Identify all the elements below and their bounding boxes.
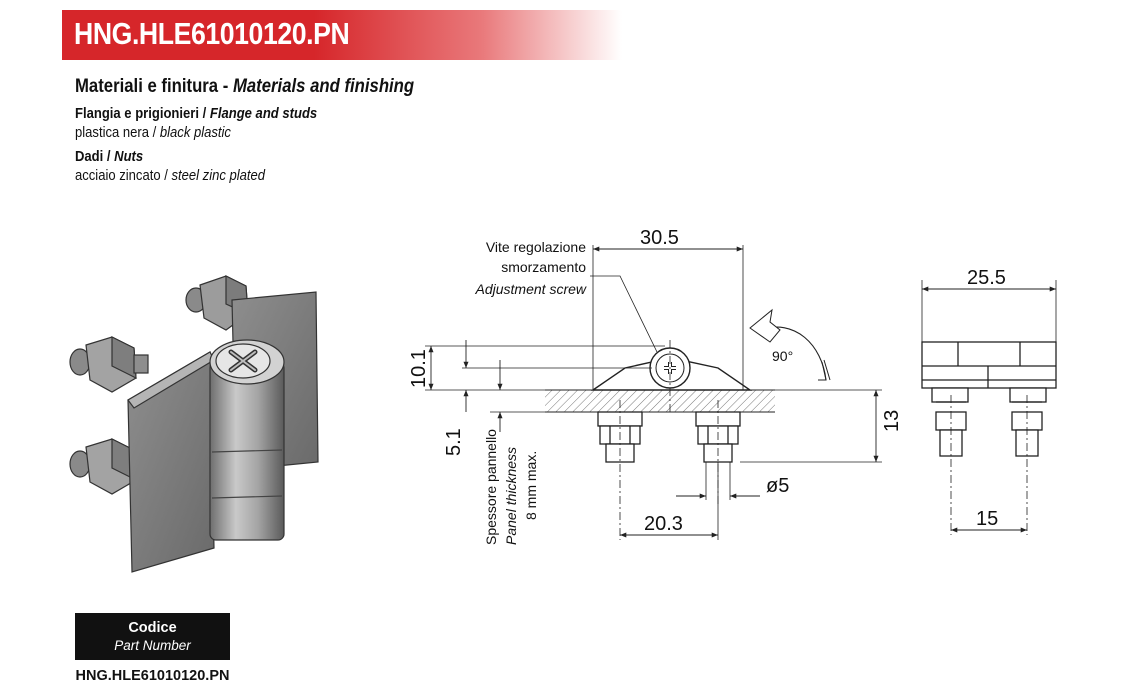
screw-label-line1: Vite regolazione bbox=[486, 239, 586, 255]
title-banner: HNG.HLE61010120.PN bbox=[62, 10, 622, 60]
materials-heading-it: Materiali e finitura - bbox=[75, 76, 233, 97]
dim-text-diameter: ø5 bbox=[766, 475, 789, 497]
side-stud-right bbox=[1009, 387, 1047, 457]
flange-label-en: Flange and studs bbox=[209, 106, 318, 122]
nuts-value-it: acciaio zincato / bbox=[75, 168, 172, 184]
screw-label-line2: smorzamento bbox=[501, 259, 586, 275]
materials-heading: Materiali e finitura - Materials and fin… bbox=[75, 76, 414, 98]
panel-label-max: 8 mm max. bbox=[523, 451, 539, 520]
part-number-header: Codice Part Number bbox=[75, 613, 230, 660]
hinge-3d-render bbox=[69, 275, 319, 573]
dim-text-15: 15 bbox=[976, 508, 998, 530]
screw-label-en: Adjustment screw bbox=[475, 281, 587, 297]
nuts-label: Dadi / Nuts bbox=[75, 149, 143, 165]
dim-text-25-5: 25.5 bbox=[967, 267, 1006, 289]
side-flange bbox=[921, 341, 1057, 389]
nuts-value-en: steel zinc plated bbox=[171, 168, 266, 184]
nuts-label-it: Dadi / bbox=[75, 149, 115, 165]
part-code-title: HNG.HLE61010120.PN bbox=[74, 16, 350, 51]
panel-label-en: Panel thickness bbox=[503, 447, 519, 545]
flange-value-it: plastica nera / bbox=[75, 125, 160, 141]
flange-value-en: black plastic bbox=[159, 125, 231, 141]
panel-section bbox=[545, 390, 775, 412]
dim-text-20-3: 20.3 bbox=[644, 513, 683, 535]
code-sub-label: Part Number bbox=[114, 638, 191, 653]
hex-nut-front-upper bbox=[69, 336, 149, 393]
part-number-value: HNG.HLE61010120.PN bbox=[75, 668, 230, 684]
dim-text-5-1: 5.1 bbox=[443, 428, 465, 456]
materials-heading-en: Materials and finishing bbox=[232, 76, 415, 97]
front-view-drawing bbox=[425, 245, 882, 540]
rotation-angle-label: 90° bbox=[772, 348, 793, 364]
flange-label: Flangia e prigionieri / Flange and studs bbox=[75, 106, 317, 122]
nuts-value: acciaio zincato / steel zinc plated bbox=[75, 168, 265, 184]
flange-label-it: Flangia e prigionieri / bbox=[75, 106, 210, 122]
dim-text-10-1: 10.1 bbox=[408, 349, 430, 388]
dim-text-13: 13 bbox=[881, 410, 903, 432]
flange-value: plastica nera / black plastic bbox=[75, 125, 231, 141]
code-label: Codice bbox=[128, 620, 177, 636]
side-view-drawing bbox=[921, 280, 1057, 535]
panel-label-it: Spessore pannello bbox=[483, 429, 499, 545]
dim-text-30-5: 30.5 bbox=[640, 227, 679, 249]
nuts-label-en: Nuts bbox=[114, 149, 144, 165]
side-stud-left bbox=[931, 387, 969, 457]
